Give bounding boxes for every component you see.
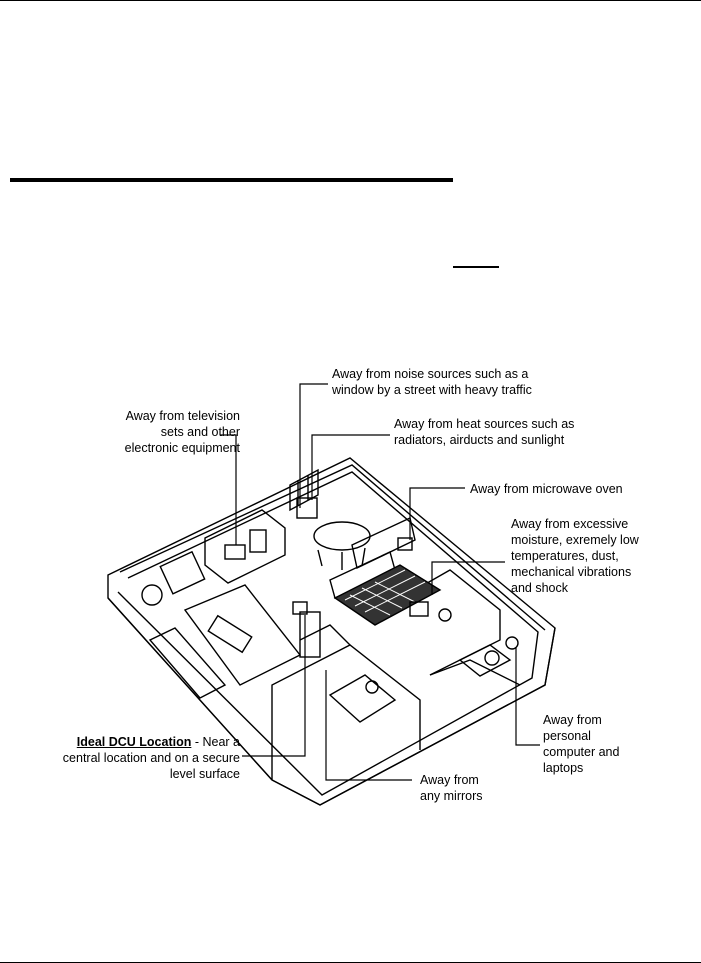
underline-mark	[453, 266, 499, 268]
callout-noise: Away from noise sources such as a window…	[332, 367, 532, 397]
radiator	[296, 497, 318, 519]
floor-slab	[107, 597, 556, 806]
study-desk	[458, 644, 512, 677]
leader-computer	[515, 648, 540, 746]
leader-ideal	[242, 615, 306, 757]
coffee-table	[207, 614, 253, 654]
outer-wall-inner	[117, 471, 539, 796]
callout-tv: Away from television sets and other elec…	[124, 409, 240, 455]
microwave	[397, 537, 413, 551]
bed	[328, 674, 397, 723]
section-divider	[10, 178, 453, 182]
callout-mirrors: Away from any mirrors	[420, 773, 483, 803]
sink	[438, 608, 452, 622]
side-table	[141, 584, 163, 606]
leader-tv	[220, 434, 237, 545]
ideal-location-text: - Near a central location and on a secur…	[62, 735, 240, 781]
callout-computer: Away from personal computer and laptops	[543, 713, 620, 775]
armchair	[159, 550, 206, 595]
kitchen-counter	[351, 516, 416, 570]
callout-heat: Away from heat sources such as radiators…	[394, 417, 575, 447]
dcu-device	[292, 601, 308, 615]
study-chair	[484, 650, 500, 666]
floorplan-illustration	[107, 383, 556, 806]
apartment-placement-diagram: Away from noise sources such as a window…	[0, 340, 701, 820]
outer-wall-top	[119, 464, 546, 631]
tv-cabinet	[204, 509, 286, 584]
leader-microwave	[409, 487, 465, 540]
partition-study	[429, 659, 521, 686]
stereo	[249, 529, 267, 553]
callout-ideal-location: Ideal DCU Location - Near a central loca…	[15, 734, 240, 782]
leader-noise	[299, 383, 328, 508]
bed-pillow	[365, 680, 379, 694]
tv-screen	[224, 544, 246, 560]
leader-moisture	[431, 561, 505, 595]
toilet	[409, 601, 429, 617]
kitchen-tile-floor	[333, 564, 442, 626]
ideal-location-title: Ideal DCU Location	[76, 735, 192, 749]
callout-moisture: Away from excessive moisture, exremely l…	[511, 517, 639, 595]
wardrobe	[299, 611, 321, 658]
leader-heat	[311, 434, 390, 500]
leader-mirrors	[325, 670, 412, 781]
callout-microwave: Away from microwave oven	[470, 482, 623, 496]
partition-hall	[299, 624, 351, 646]
top-rule	[0, 0, 701, 1]
sofa	[148, 627, 227, 699]
computer	[505, 636, 519, 650]
